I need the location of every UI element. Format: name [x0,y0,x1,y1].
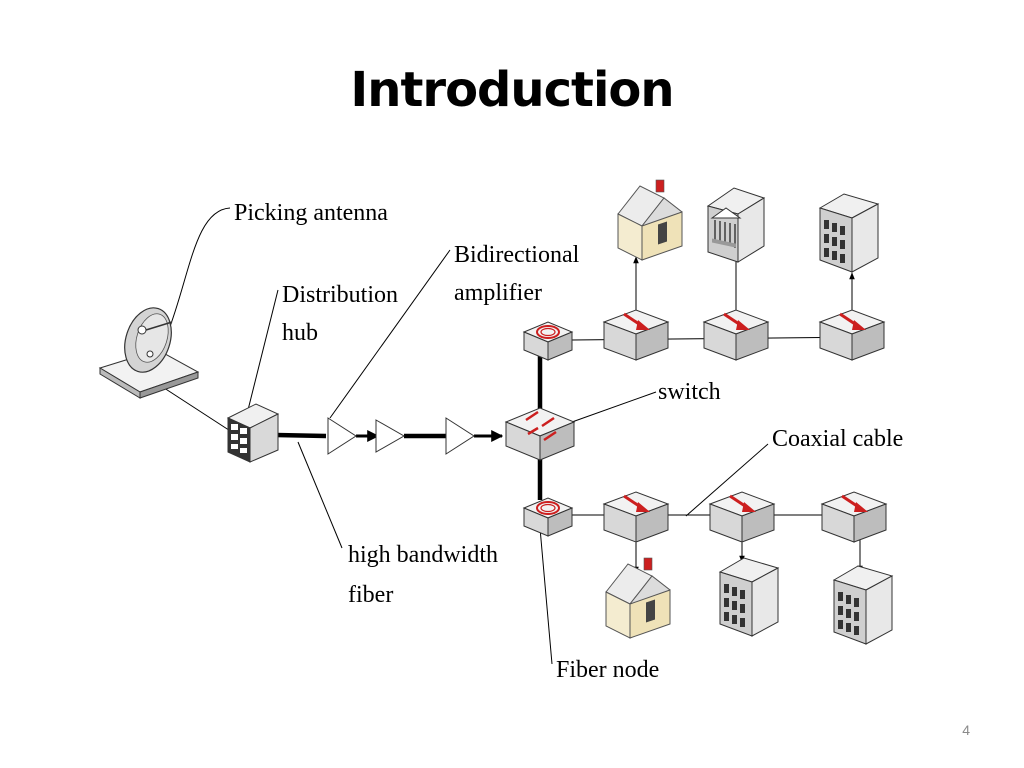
amplifier-icon [375,419,406,453]
tap-icon [818,308,886,362]
label-bidirectional-amplifier-line1: Bidirectional [454,242,580,268]
label-fiber-node: Fiber node [556,657,659,683]
distribution-hub-icon [226,403,280,463]
slide-title: Introduction [350,62,674,118]
switch-icon [504,407,576,461]
tap-icon [708,490,776,544]
fiber-node-icon [523,497,573,537]
office-building-icon [819,193,879,273]
bank-icon [706,187,766,263]
page-number: 4 [962,722,970,738]
office-building-icon [719,557,779,637]
fiber-node-icon [523,321,573,361]
office-building-icon [833,565,893,645]
label-distribution-hub-line2: hub [282,320,318,346]
house-icon [617,179,683,261]
label-high-bandwidth-fiber-line2: fiber [348,582,393,608]
label-coaxial-cable: Coaxial cable [772,426,903,452]
tap-icon [602,490,670,544]
label-distribution-hub-line1: Distribution [282,282,398,308]
label-high-bandwidth-fiber-line1: high bandwidth [348,542,498,568]
amplifier-icon [327,417,357,455]
label-picking-antenna: Picking antenna [234,200,388,226]
label-bidirectional-amplifier-line2: amplifier [454,280,542,306]
amplifier-icon [445,417,475,455]
house-icon [605,557,671,639]
tap-icon [820,490,888,544]
tap-icon [702,308,770,362]
satellite-dish-icon [98,307,200,399]
tap-icon [602,308,670,362]
label-switch: switch [658,379,721,405]
